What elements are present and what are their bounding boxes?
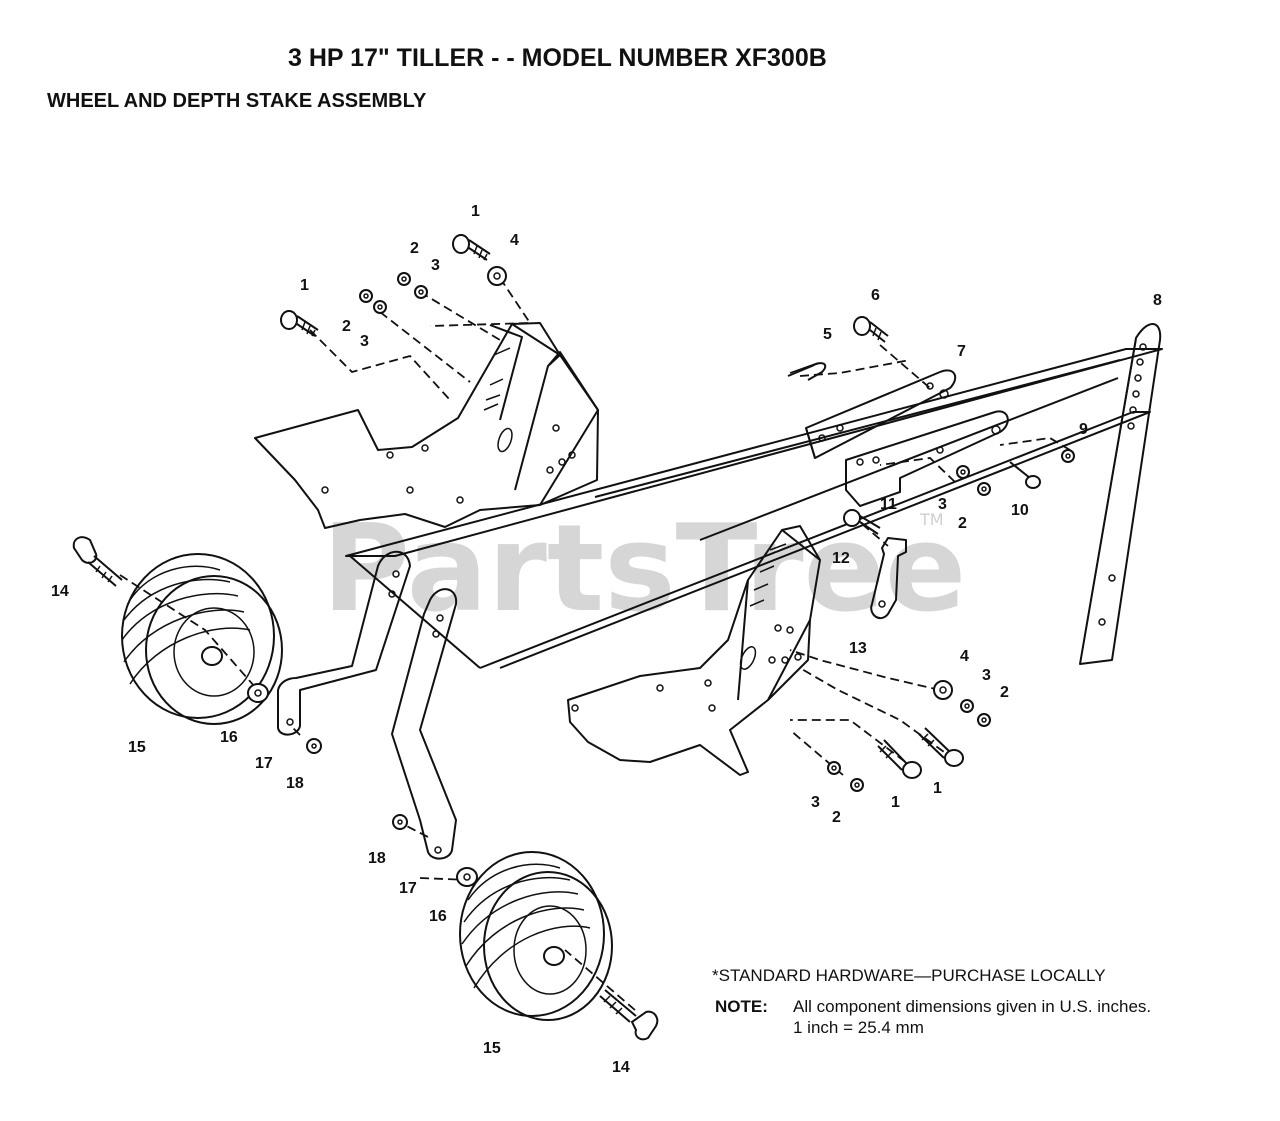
leader-lines xyxy=(119,277,1071,1011)
callout-15: 15 xyxy=(128,739,146,756)
nut-2b xyxy=(397,272,411,286)
nut-18a xyxy=(306,738,322,754)
depth-stake-8 xyxy=(1079,323,1162,665)
callout-3: 3 xyxy=(938,496,947,513)
bolt-1d xyxy=(918,727,964,767)
callout-16: 16 xyxy=(429,908,447,925)
standard-hardware-note: *STANDARD HARDWARE—PURCHASE LOCALLY xyxy=(712,966,1106,985)
callout-12: 12 xyxy=(832,550,850,567)
page-title: 3 HP 17" TILLER - - MODEL NUMBER XF300B xyxy=(288,44,827,72)
callout-15: 15 xyxy=(483,1040,501,1057)
callout-3: 3 xyxy=(431,257,440,274)
callout-10: 10 xyxy=(1011,502,1029,519)
nut-2c xyxy=(977,482,991,496)
bolt-1a xyxy=(280,310,319,337)
callout-2: 2 xyxy=(342,318,351,335)
washer-4b xyxy=(933,680,953,700)
callout-1: 1 xyxy=(300,277,309,294)
callout-1: 1 xyxy=(891,794,900,811)
lower-bracket xyxy=(567,525,821,776)
clip-pin-5 xyxy=(787,362,827,381)
callout-3: 3 xyxy=(982,667,991,684)
bolt-12 xyxy=(843,509,881,535)
note-line-1: All component dimensions given in U.S. i… xyxy=(793,997,1151,1016)
nut-18b xyxy=(392,814,408,830)
callout-4: 4 xyxy=(510,232,519,249)
washer-16b xyxy=(456,867,478,887)
pin-10 xyxy=(1009,461,1041,489)
callout-11: 11 xyxy=(880,496,897,513)
bolt-1c xyxy=(877,739,922,779)
callout-7: 7 xyxy=(957,343,966,360)
nut-2e xyxy=(850,778,864,792)
note-label: NOTE: xyxy=(715,997,768,1016)
callout-2: 2 xyxy=(832,809,841,826)
wheel-arm-17a xyxy=(277,550,411,736)
callout-6: 6 xyxy=(871,287,880,304)
washer-4a xyxy=(487,266,507,286)
wheel-arm-17b xyxy=(391,588,458,860)
washer-3e xyxy=(827,761,841,775)
callout-8: 8 xyxy=(1153,292,1162,309)
wheel-bolt-14b xyxy=(599,989,659,1041)
nut-2a xyxy=(359,289,373,303)
washer-3d xyxy=(960,699,974,713)
page-subtitle: WHEEL AND DEPTH STAKE ASSEMBLY xyxy=(47,90,427,112)
washer-16a xyxy=(247,683,269,703)
callout-18: 18 xyxy=(286,775,304,792)
callout-3: 3 xyxy=(811,794,820,811)
bolt-6 xyxy=(853,316,889,343)
callout-17: 17 xyxy=(255,755,273,772)
callout-5: 5 xyxy=(823,326,832,343)
callout-18: 18 xyxy=(368,850,386,867)
wheel-bolt-14a xyxy=(72,536,123,587)
callout-14: 14 xyxy=(612,1059,630,1076)
retainer-13 xyxy=(870,537,907,620)
axle-frame xyxy=(345,348,1163,669)
nut-9 xyxy=(1061,449,1075,463)
callout-17: 17 xyxy=(399,880,417,897)
nut-2d xyxy=(977,713,991,727)
washer-3b xyxy=(414,285,428,299)
wheel-15a xyxy=(121,553,283,725)
washer-3c xyxy=(956,465,970,479)
callout-16: 16 xyxy=(220,729,238,746)
upper-bracket xyxy=(254,322,599,529)
callouts: 1 1 4 2 3 2 3 6 5 7 8 9 10 11 3 2 12 13 … xyxy=(51,203,1162,1076)
callout-1: 1 xyxy=(471,203,480,220)
depth-bracket-11 xyxy=(845,410,1009,507)
callout-2: 2 xyxy=(1000,684,1009,701)
callout-4: 4 xyxy=(960,648,969,665)
callout-14: 14 xyxy=(51,583,69,600)
callout-2: 2 xyxy=(958,515,967,532)
callout-13: 13 xyxy=(849,640,867,657)
watermark-tm: TM xyxy=(919,510,944,529)
washer-3a xyxy=(373,300,387,314)
wheel-15b xyxy=(459,851,613,1021)
callout-3: 3 xyxy=(360,333,369,350)
note-line-2: 1 inch = 25.4 mm xyxy=(793,1018,924,1037)
depth-bracket-7 xyxy=(805,369,957,459)
callout-2: 2 xyxy=(410,240,419,257)
callout-1: 1 xyxy=(933,780,942,797)
bolt-1b xyxy=(452,234,491,261)
callout-9: 9 xyxy=(1079,421,1088,438)
